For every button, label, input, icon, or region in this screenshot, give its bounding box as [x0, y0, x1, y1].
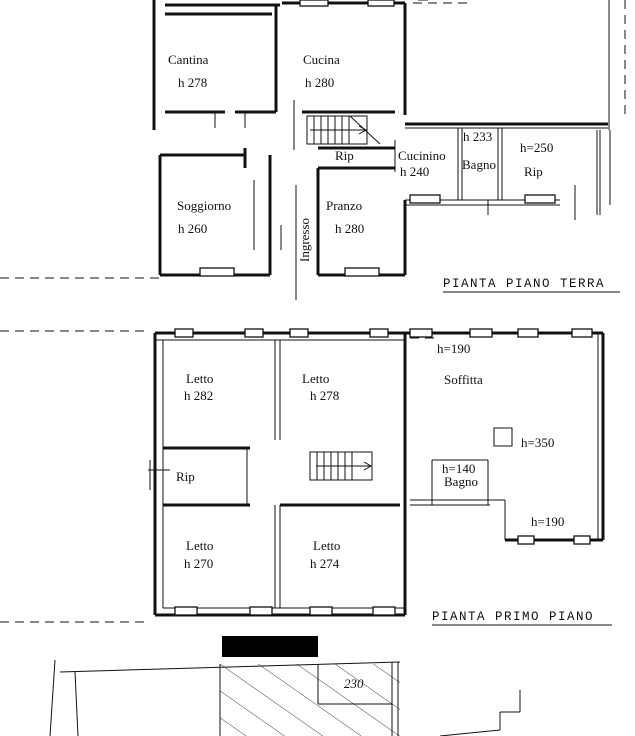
- room-height-cucinino: h 240: [400, 164, 429, 179]
- section-annotation: 230: [344, 676, 364, 691]
- room-height-pranzo: h 280: [335, 221, 364, 236]
- room-height-letto-nw: h 282: [184, 388, 213, 403]
- room-height-cucina: h 280: [305, 75, 334, 90]
- room-label-pranzo: Pranzo: [326, 198, 362, 213]
- room-label-letto-s: Letto: [313, 538, 340, 553]
- room-height-soffitta-top: h=190: [437, 341, 470, 356]
- room-label-soffitta: Soffitta: [444, 372, 483, 387]
- room-label-cantina: Cantina: [168, 52, 209, 67]
- room-label-ingresso: Ingresso: [297, 218, 312, 262]
- redaction-block: [222, 636, 318, 657]
- room-label-cucina: Cucina: [303, 52, 340, 67]
- room-label-bagno-first: Bagno: [444, 474, 478, 489]
- section-drawing: [49, 636, 521, 736]
- room-height-cantina: h 278: [178, 75, 207, 90]
- room-height-bagno-first: h=140: [442, 461, 475, 476]
- room-label-letto-n: Letto: [302, 371, 329, 386]
- room-height-soggiorno: h 260: [178, 221, 207, 236]
- room-label-rip-ground: Rip: [335, 148, 354, 163]
- room-height-bagno-ground: h 233: [463, 129, 492, 144]
- room-height-letto-sw: h 270: [184, 556, 213, 571]
- room-height-soffitta-bottom: h=190: [531, 514, 564, 529]
- room-label-cucinino: Cucinino: [398, 148, 446, 163]
- room-label-soggiorno: Soggiorno: [177, 198, 231, 213]
- room-height-letto-s: h 274: [310, 556, 340, 571]
- room-height-soffitta: h=350: [521, 435, 554, 450]
- room-label-letto-nw: Letto: [186, 371, 213, 386]
- room-label-bagno-ground: Bagno: [462, 157, 496, 172]
- room-label-rip-first: Rip: [176, 469, 195, 484]
- room-label-letto-sw: Letto: [186, 538, 213, 553]
- ground-floor-plan: [0, 0, 626, 300]
- first-floor-plan: [0, 328, 605, 623]
- first-floor-title: PIANTA PRIMO PIANO: [432, 610, 594, 624]
- room-label-rip-ground-east: Rip: [524, 164, 543, 179]
- room-height-letto-n: h 278: [310, 388, 339, 403]
- room-height-rip-ground-east: h=250: [520, 140, 553, 155]
- ground-floor-title: PIANTA PIANO TERRA: [443, 277, 605, 291]
